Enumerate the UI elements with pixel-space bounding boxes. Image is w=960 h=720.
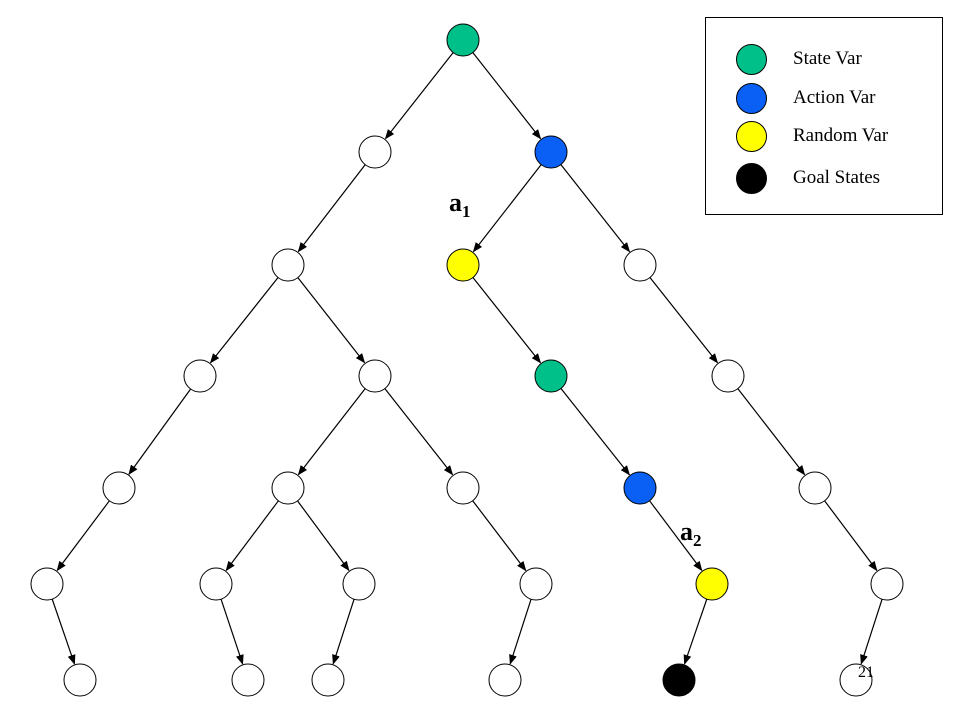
tree-node-plain <box>623 248 657 282</box>
tree-edge-arrow <box>225 500 279 572</box>
tree-node-plain <box>711 359 745 393</box>
tree-node-plain <box>358 135 392 169</box>
tree-node-plain <box>839 663 873 697</box>
tree-node-plain <box>231 663 265 697</box>
tree-edge-arrow <box>860 599 883 665</box>
tree-edge-arrow <box>649 277 719 364</box>
tree-node-plain <box>342 567 376 601</box>
tree-node-plain <box>63 663 97 697</box>
action-var-swatch-icon <box>736 82 767 114</box>
tree-node-plain <box>870 567 904 601</box>
tree-edge-arrow <box>297 277 366 364</box>
tree-edge-arrow <box>472 164 542 253</box>
tree-edge-arrow <box>384 52 454 140</box>
tree-node-random <box>695 567 729 601</box>
tree-edge-arrow <box>51 598 76 665</box>
tree-edge-arrow <box>472 52 542 140</box>
tree-edge-arrow <box>509 599 532 665</box>
tree-edges <box>51 52 883 665</box>
random-var-swatch-icon <box>736 120 767 152</box>
tree-node-plain <box>199 567 233 601</box>
legend: State Var Action Var Random Var Goal Sta… <box>705 17 943 215</box>
page-number: 21 <box>858 664 874 681</box>
tree-node-plain <box>102 471 136 505</box>
tree-edge-arrow <box>560 164 631 253</box>
action-label-a2: a2 <box>680 517 702 551</box>
tree-node-goal <box>662 663 696 697</box>
tree-edge-arrow <box>209 277 279 364</box>
tree-node-plain <box>446 471 480 505</box>
tree-edge-arrow <box>737 388 806 476</box>
tree-edge-arrow <box>649 500 703 572</box>
tree-edge-arrow <box>824 500 878 572</box>
tree-node-plain <box>271 471 305 505</box>
tree-node-action <box>623 471 657 505</box>
tree-node-action <box>534 135 568 169</box>
legend-label: Random Var <box>793 125 889 146</box>
tree-edge-arrow <box>472 500 527 572</box>
tree-edge-arrow <box>472 277 542 364</box>
action-label-base: a <box>449 188 462 217</box>
tree-node-plain <box>488 663 522 697</box>
legend-item-state: State Var <box>736 43 862 75</box>
legend-item-random: Random Var <box>736 120 888 152</box>
legend-label: Action Var <box>793 87 876 108</box>
tree-node-plain <box>183 359 217 393</box>
tree-nodes <box>30 23 904 697</box>
tree-node-plain <box>30 567 64 601</box>
tree-edge-arrow <box>297 164 366 253</box>
tree-edge-arrow <box>56 500 110 572</box>
tree-edge-arrow <box>128 388 192 476</box>
goal-states-swatch-icon <box>736 162 767 194</box>
tree-node-plain <box>358 359 392 393</box>
state-var-swatch-icon <box>736 43 767 75</box>
action-label-subscript: 2 <box>693 531 702 550</box>
tree-edge-arrow <box>220 598 244 665</box>
tree-node-plain <box>311 663 345 697</box>
tree-node-state <box>446 23 480 57</box>
legend-label: Goal States <box>793 167 881 188</box>
tree-edge-arrow <box>297 388 366 476</box>
tree-edge-arrow <box>560 388 631 476</box>
tree-edge-arrow <box>332 599 355 665</box>
tree-node-state <box>534 359 568 393</box>
action-label-subscript: 1 <box>462 202 471 221</box>
legend-label: State Var <box>793 48 862 69</box>
tree-node-random <box>446 248 480 282</box>
tree-edge-arrow <box>384 388 454 476</box>
tree-node-plain <box>519 567 553 601</box>
tree-edge-arrow <box>683 598 708 665</box>
action-label-a1: a1 <box>449 188 471 222</box>
tree-node-plain <box>271 248 305 282</box>
legend-item-goal: Goal States <box>736 162 880 194</box>
action-label-base: a <box>680 517 693 546</box>
tree-node-plain <box>798 471 832 505</box>
tree-edge-arrow <box>297 500 350 572</box>
legend-item-action: Action Var <box>736 82 876 114</box>
